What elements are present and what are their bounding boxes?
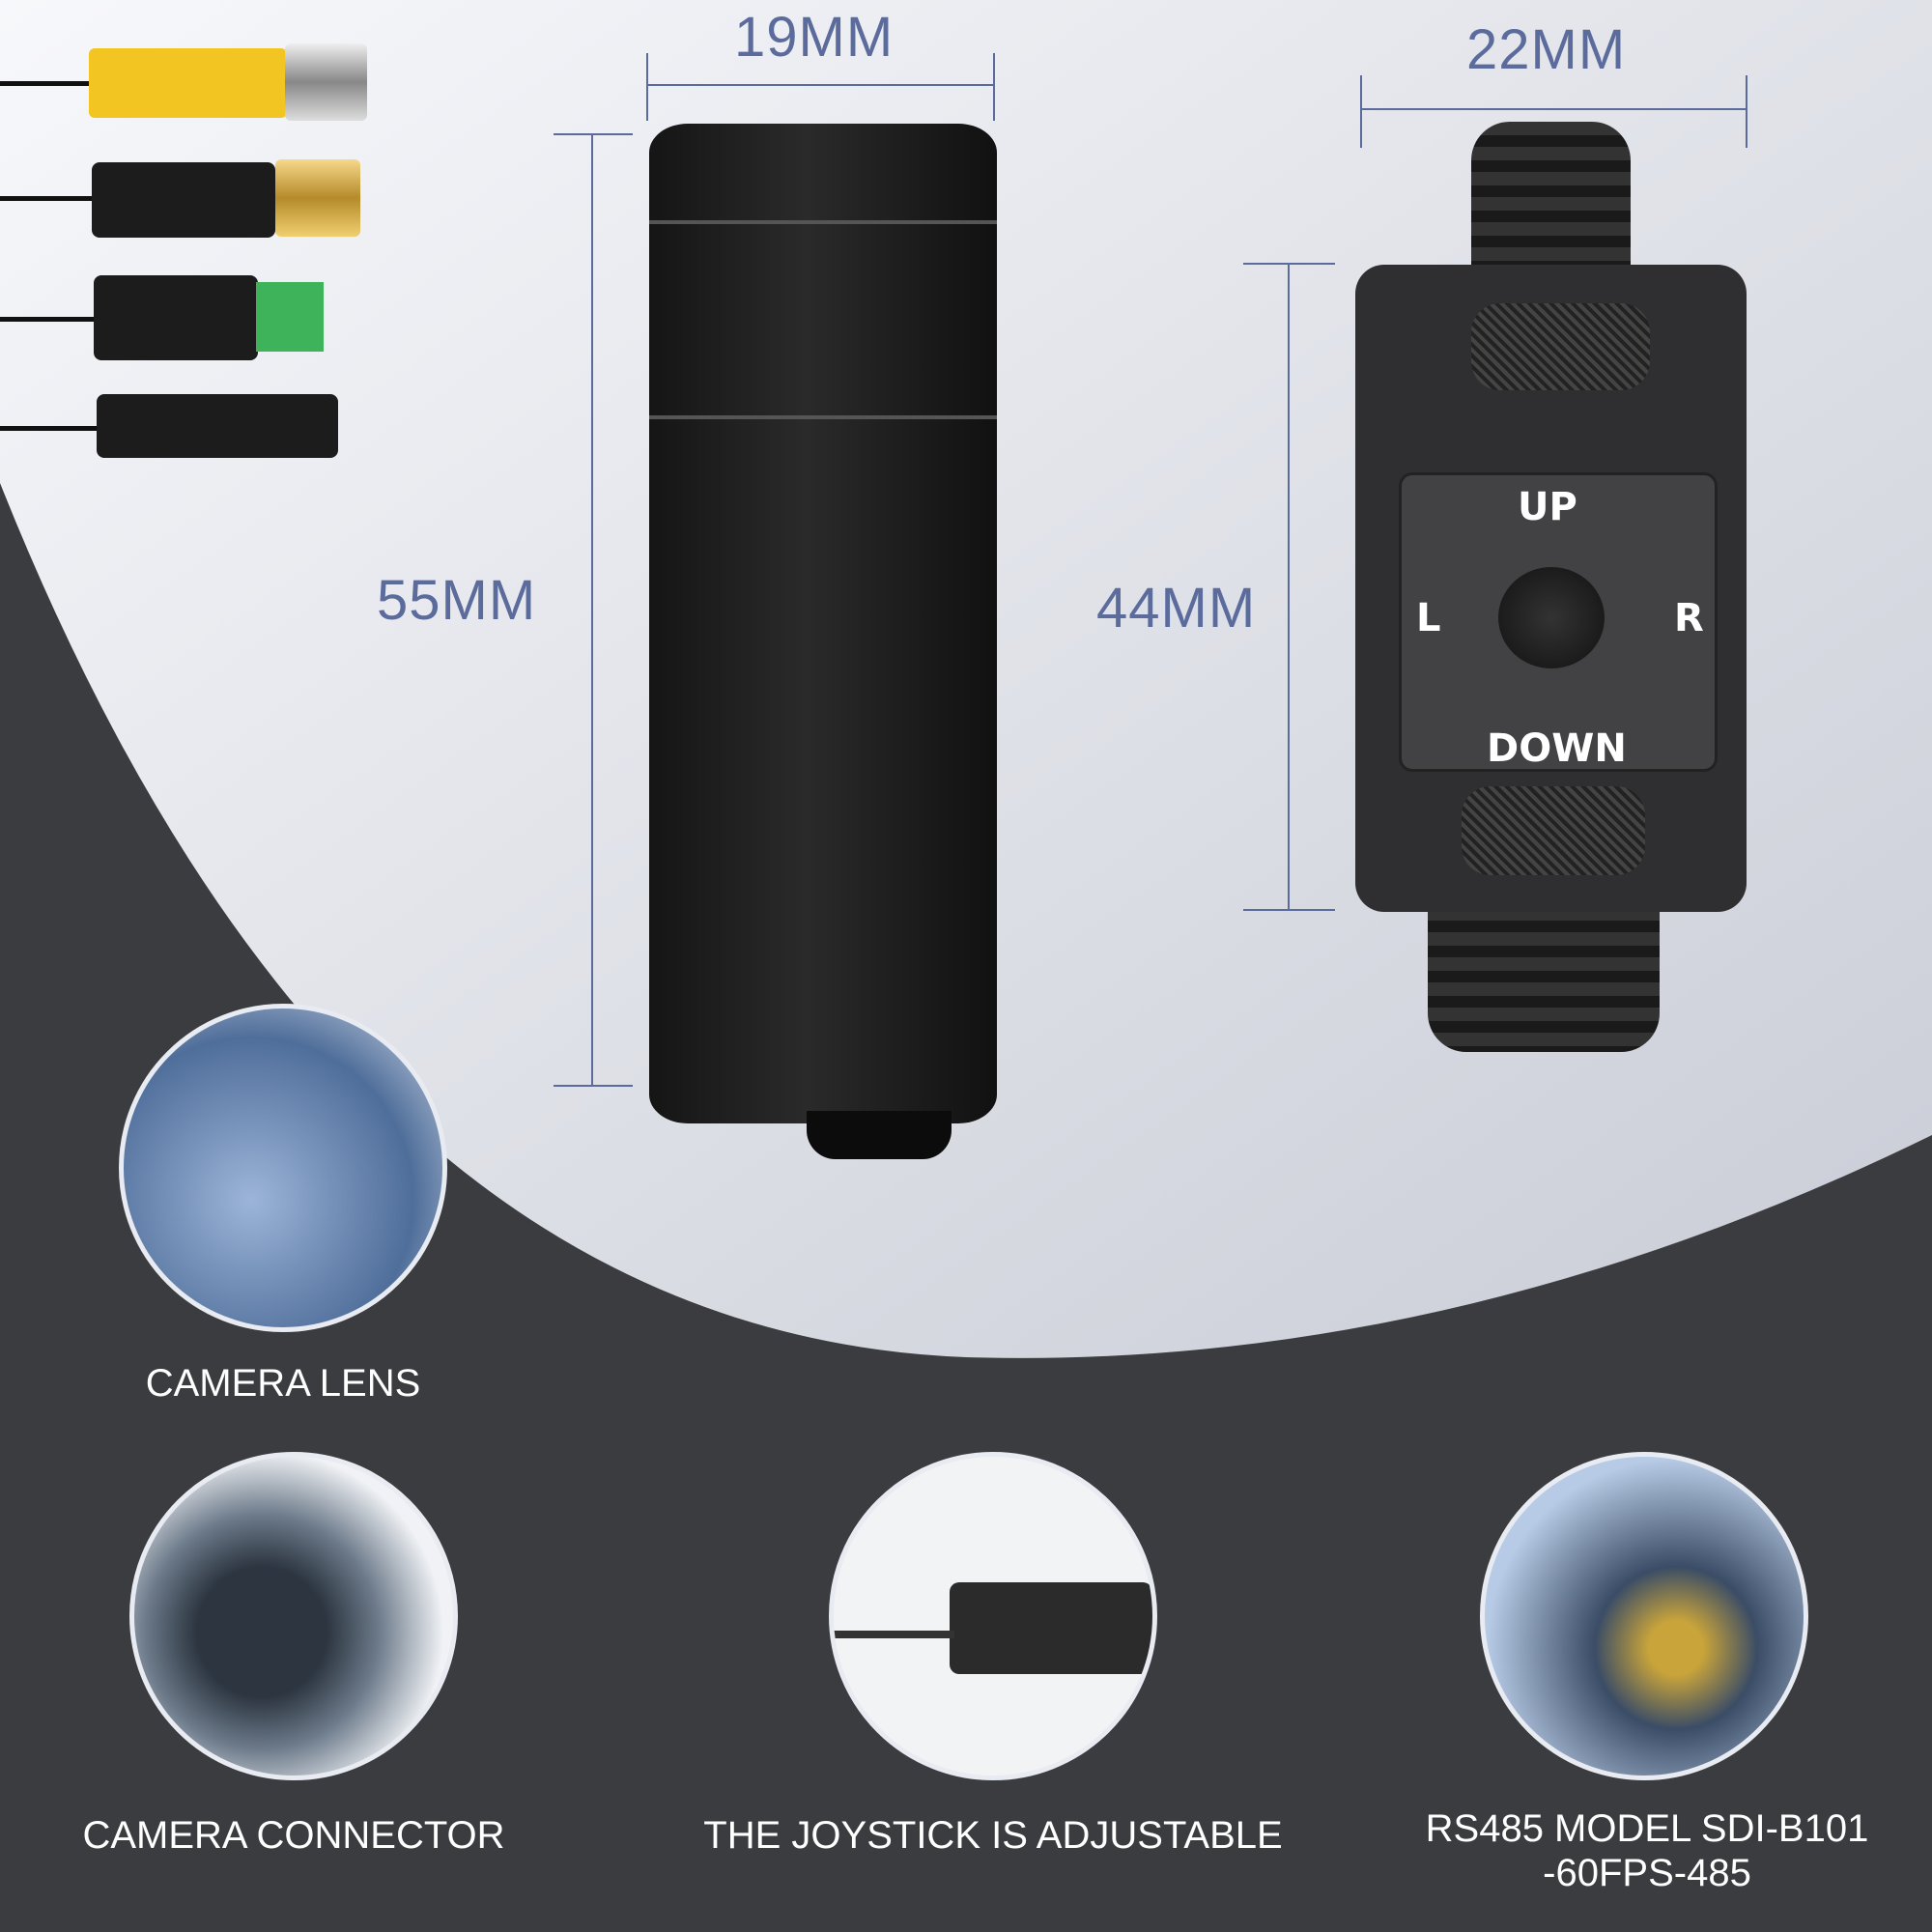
rca-yellow-connector (89, 48, 287, 118)
joystick-knob (1498, 567, 1605, 668)
camera-connector-label: CAMERA CONNECTOR (82, 1814, 505, 1857)
dc-connector (97, 394, 338, 458)
camera-lens-image (119, 1004, 447, 1332)
dimension-19mm: 19MM (734, 6, 895, 69)
joystick-controller: UP DOWN L R (1355, 122, 1747, 1052)
bnc-connector (92, 162, 275, 238)
joystick-down-label: DOWN (1487, 726, 1627, 771)
dimension-55mm: 55MM (377, 569, 537, 632)
camera-connector-image (129, 1452, 458, 1780)
joystick-adjustable-image (829, 1452, 1157, 1780)
model-line-2: -60FPS-485 (1543, 1852, 1751, 1894)
camera-cylinder (649, 124, 997, 1123)
model-line-1: RS485 MODEL SDI-B101 (1425, 1807, 1869, 1850)
rs485-model-label: RS485 MODEL SDI-B101 -60FPS-485 (1426, 1806, 1869, 1895)
rs485-cables-image (1480, 1452, 1808, 1780)
joystick-adjustable-label: THE JOYSTICK IS ADJUSTABLE (703, 1814, 1283, 1857)
dimension-44mm: 44MM (1096, 577, 1257, 639)
camera-lens-label: CAMERA LENS (145, 1362, 421, 1405)
joystick-up-label: UP (1518, 485, 1577, 529)
joystick-right-label: R (1674, 596, 1704, 640)
power-terminal-connector (94, 275, 258, 360)
joystick-left-label: L (1416, 596, 1441, 640)
dimension-22mm: 22MM (1466, 18, 1627, 81)
